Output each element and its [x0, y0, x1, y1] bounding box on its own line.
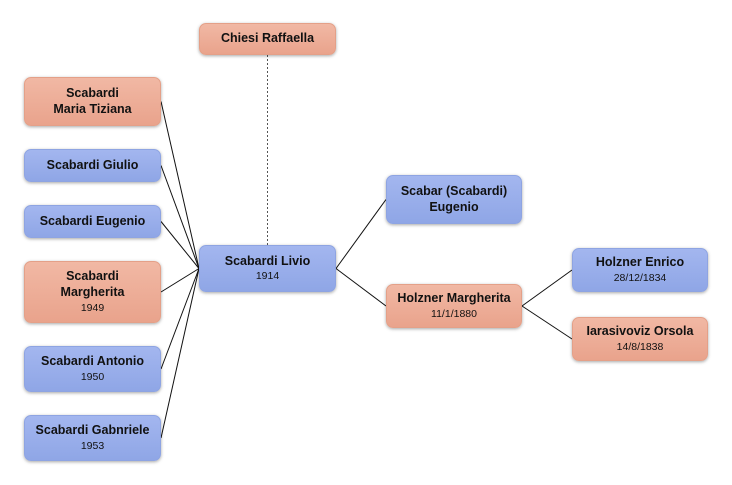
- node-date: 1949: [80, 301, 105, 314]
- node-name: Iarasivoviz Orsola: [586, 324, 694, 339]
- node-date: 1914: [255, 270, 280, 283]
- node-date: 1950: [80, 370, 105, 383]
- node-scabardi-gabnriele[interactable]: Scabardi Gabnriele 1953: [24, 415, 161, 461]
- node-date: 1953: [80, 439, 105, 452]
- node-scabardi-antonio[interactable]: Scabardi Antonio 1950: [24, 346, 161, 392]
- node-name: Holzner Enrico: [595, 255, 685, 270]
- node-name: Scabardi Eugenio: [39, 213, 146, 228]
- node-holzner-margherita[interactable]: Holzner Margherita 11/1/1880: [386, 284, 522, 328]
- link-scabardi_livio-scabar_eugenio: [335, 199, 387, 269]
- node-name: Scabar (Scabardi) Eugenio: [400, 183, 508, 214]
- node-name: Scabardi Livio: [224, 253, 311, 268]
- link-holzner_margherita-iarasivoviz_orsola: [521, 305, 573, 340]
- link-scabardi_livio-scabardi_eugenio: [160, 221, 200, 269]
- node-scabardi-margherita[interactable]: Scabardi Margherita 1949: [24, 261, 161, 323]
- node-name: Holzner Margherita: [397, 291, 511, 306]
- node-holzner-enrico[interactable]: Holzner Enrico 28/12/1834: [572, 248, 708, 292]
- node-name: Scabardi Antonio: [40, 354, 144, 369]
- node-name: Scabardi Gabnriele: [35, 423, 150, 438]
- node-scabardi-eugenio[interactable]: Scabardi Eugenio: [24, 205, 161, 238]
- node-chiesi-raffaella[interactable]: Chiesi Raffaella: [199, 23, 336, 55]
- node-scabardi-giulio[interactable]: Scabardi Giulio: [24, 149, 161, 182]
- node-name: Scabardi Margherita: [60, 269, 125, 299]
- link-scabardi_livio-scabardi_gabnriele: [160, 268, 200, 439]
- node-date: 14/8/1838: [616, 340, 664, 353]
- node-name: Chiesi Raffaella: [220, 31, 315, 46]
- link-scabardi_livio-scabardi_maria_tiziana: [160, 101, 200, 269]
- node-date: 11/1/1880: [431, 307, 477, 320]
- link-holzner_margherita-holzner_enrico: [521, 269, 573, 307]
- node-scabardi-maria-tiziana[interactable]: Scabardi Maria Tiziana: [24, 77, 161, 126]
- link-scabardi_livio-scabardi_antonio: [160, 268, 200, 370]
- node-date: 28/12/1834: [613, 271, 667, 284]
- node-name: Scabardi Giulio: [46, 157, 139, 172]
- node-name: Scabardi Maria Tiziana: [53, 85, 132, 116]
- link-scabardi_livio-scabardi_giulio: [160, 165, 200, 269]
- node-scabar-scabardi-eugenio[interactable]: Scabar (Scabardi) Eugenio: [386, 175, 522, 224]
- link-scabardi_livio-holzner_margherita: [335, 268, 387, 307]
- node-scabardi-livio[interactable]: Scabardi Livio 1914: [199, 245, 336, 292]
- link-scabardi_livio-scabardi_margherita: [160, 268, 200, 293]
- node-iarasivoviz-orsola[interactable]: Iarasivoviz Orsola 14/8/1838: [572, 317, 708, 361]
